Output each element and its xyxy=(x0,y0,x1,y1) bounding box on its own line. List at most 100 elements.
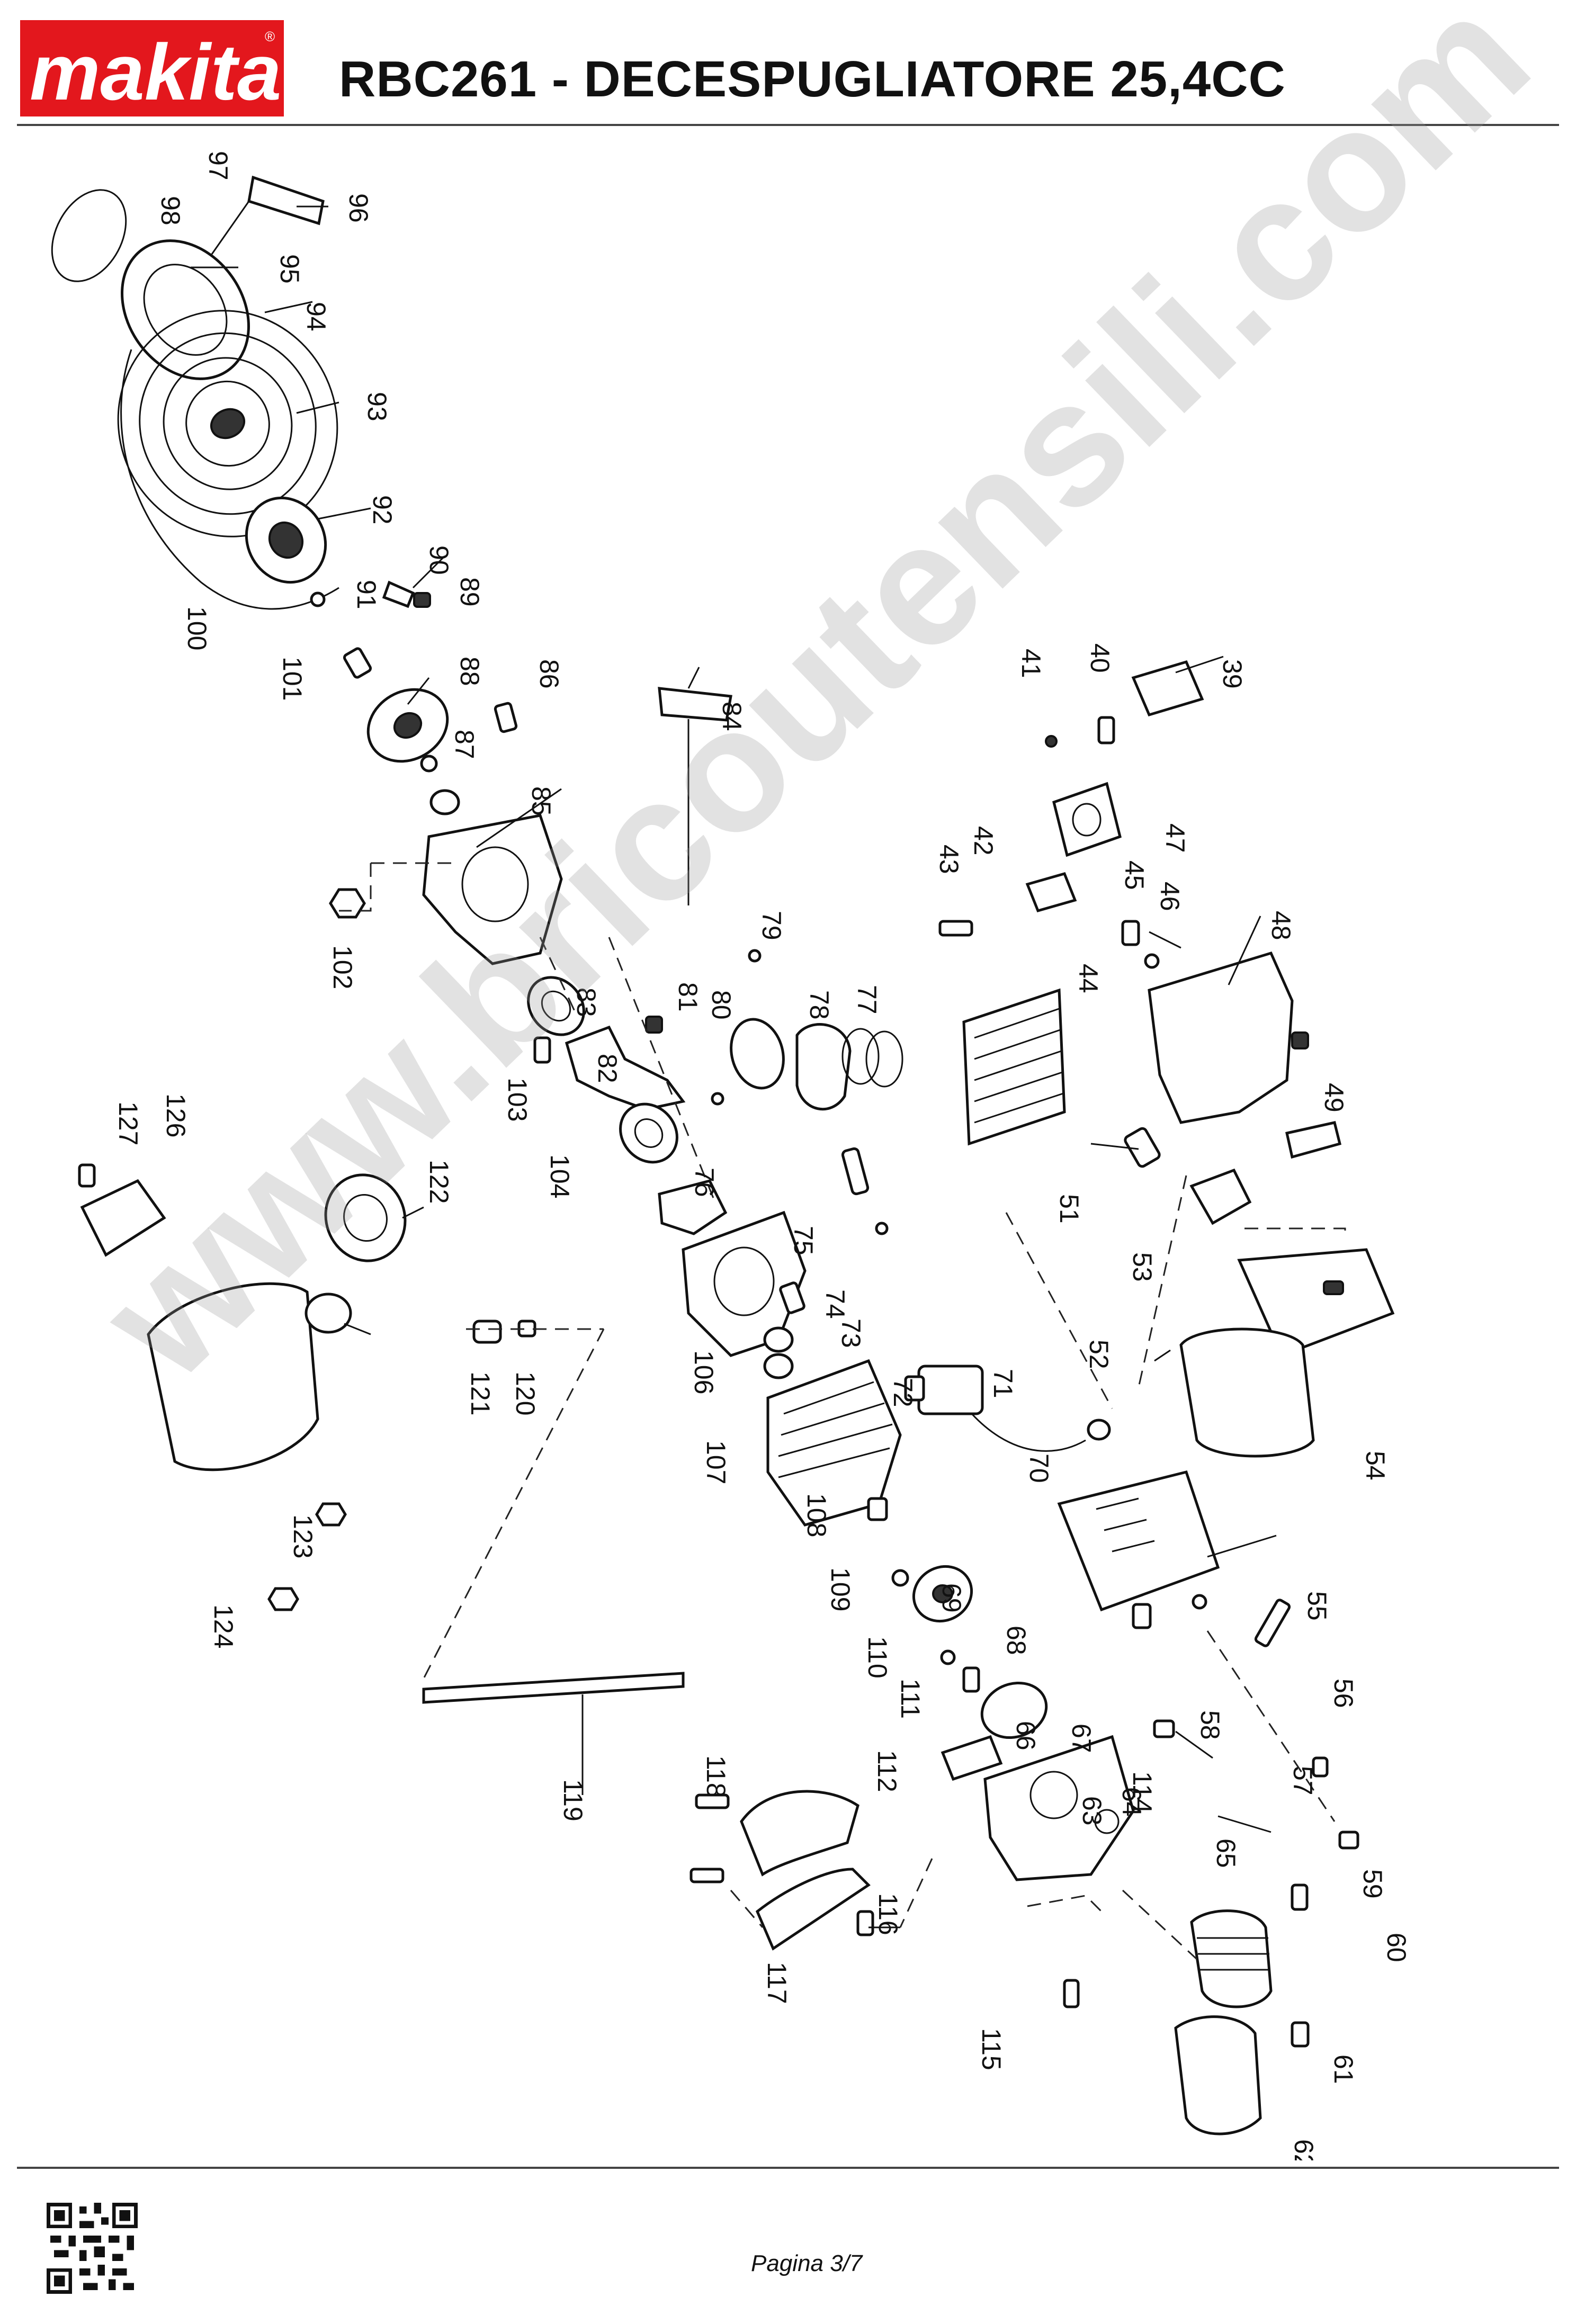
part-label: 62 xyxy=(1289,2139,1319,2160)
handle-assembly xyxy=(755,1868,1310,2135)
part-label: 78 xyxy=(804,990,834,1020)
part-label: 46 xyxy=(1155,882,1185,911)
part-label: 117 xyxy=(762,1962,792,2004)
part-label: 86 xyxy=(534,659,564,689)
part-label: 42 xyxy=(969,826,998,856)
part-label: 102 xyxy=(328,945,357,989)
part-label: 57 xyxy=(1288,1766,1318,1796)
assembly-lines xyxy=(339,862,1346,1960)
part-label: 72 xyxy=(888,1378,918,1407)
part-label: 64 xyxy=(1117,1787,1147,1817)
part-label: 90 xyxy=(424,545,454,575)
part-label: 83 xyxy=(571,988,601,1017)
exploded-parts-diagram: 39 40 41 42 43 44 45 46 47 48 49 51 52 5… xyxy=(51,151,1411,2160)
part-label: 80 xyxy=(706,990,736,1020)
part-label: 97 xyxy=(203,151,233,181)
part-label: 77 xyxy=(852,985,882,1015)
cylinder-assembly xyxy=(730,660,1342,1235)
part-label: 39 xyxy=(1217,659,1247,689)
part-label: 48 xyxy=(1266,911,1296,940)
part-label: 56 xyxy=(1329,1679,1358,1708)
part-label: 110 xyxy=(863,1636,892,1679)
part-label: 118 xyxy=(701,1755,731,1798)
makita-logo: makita ® xyxy=(20,20,284,116)
part-label: 120 xyxy=(511,1371,540,1415)
part-label: 121 xyxy=(465,1371,495,1415)
starter-assembly xyxy=(51,175,518,919)
part-label: 44 xyxy=(1073,964,1103,993)
muffler-assembly xyxy=(1057,1248,1395,1850)
part-label: 116 xyxy=(873,1893,903,1935)
registered-mark: ® xyxy=(265,29,275,44)
part-label: 76 xyxy=(690,1168,719,1197)
part-label: 71 xyxy=(988,1369,1018,1398)
part-label: 103 xyxy=(503,1078,532,1121)
part-label: 75 xyxy=(789,1226,818,1255)
part-label: 88 xyxy=(455,657,485,686)
part-label: 122 xyxy=(424,1160,454,1204)
callout-leaders xyxy=(191,205,1277,1928)
part-label: 115 xyxy=(977,2028,1006,2070)
part-label: 63 xyxy=(1077,1796,1107,1826)
part-label: 70 xyxy=(1024,1453,1054,1483)
part-label: 73 xyxy=(836,1318,866,1348)
part-label: 123 xyxy=(288,1514,318,1558)
part-label: 94 xyxy=(301,302,331,331)
part-label: 111 xyxy=(896,1679,925,1719)
part-label: 41 xyxy=(1016,649,1046,678)
brand-wordmark: makita xyxy=(30,28,281,116)
part-label: 93 xyxy=(362,392,392,421)
part-label: 43 xyxy=(934,845,964,874)
part-label: 104 xyxy=(545,1154,575,1198)
part-label: 47 xyxy=(1160,823,1190,853)
part-label: 127 xyxy=(113,1101,143,1145)
part-label: 55 xyxy=(1302,1591,1332,1621)
part-label: 54 xyxy=(1360,1451,1390,1480)
part-label: 67 xyxy=(1067,1724,1096,1753)
part-label: 96 xyxy=(344,193,373,223)
cylinder-fins xyxy=(962,988,1066,1146)
part-label: 126 xyxy=(161,1093,191,1137)
page-title: RBC261 - DECESPUGLIATORE 25,4CC xyxy=(339,51,1286,107)
header-divider xyxy=(17,124,1559,126)
part-label: 107 xyxy=(701,1440,731,1484)
part-label: 109 xyxy=(826,1567,855,1611)
part-label: 95 xyxy=(275,254,305,284)
part-label: 108 xyxy=(802,1493,831,1537)
part-label: 114 xyxy=(1127,1771,1157,1814)
part-label: 59 xyxy=(1358,1869,1387,1899)
part-label: 100 xyxy=(182,606,212,650)
part-label: 82 xyxy=(593,1054,622,1083)
part-label: 79 xyxy=(757,911,786,940)
part-label: 68 xyxy=(1001,1626,1031,1655)
part-label: 92 xyxy=(368,495,397,525)
part-label: 74 xyxy=(820,1289,850,1319)
part-label: 124 xyxy=(209,1604,238,1648)
part-label: 53 xyxy=(1127,1252,1157,1282)
part-label: 69 xyxy=(937,1583,966,1613)
part-label: 89 xyxy=(455,577,485,607)
part-label: 49 xyxy=(1319,1083,1349,1112)
part-label: 98 xyxy=(156,196,185,226)
part-label: 51 xyxy=(1054,1194,1084,1224)
part-label: 112 xyxy=(872,1750,902,1792)
part-label: 106 xyxy=(689,1350,719,1394)
part-label: 85 xyxy=(526,786,556,816)
part-label: 60 xyxy=(1382,1933,1411,1962)
part-label: 52 xyxy=(1084,1340,1114,1369)
part-label: 91 xyxy=(352,580,381,609)
part-label: 101 xyxy=(277,657,307,701)
part-label: 58 xyxy=(1195,1710,1225,1740)
carburettor-assembly xyxy=(695,1719,1309,2008)
part-label: 66 xyxy=(1011,1721,1041,1751)
part-label: 81 xyxy=(673,982,703,1012)
crankcase-assembly xyxy=(422,687,807,1379)
ignition-assembly xyxy=(763,1326,1111,1739)
page-header: makita ® RBC261 - DECESPUGLIATORE 25,4CC xyxy=(0,0,1576,124)
part-label: 45 xyxy=(1120,860,1149,890)
part-label: 87 xyxy=(450,730,479,759)
fuel-tank-assembly xyxy=(78,1163,724,1883)
part-number-labels: 39 40 41 42 43 44 45 46 47 48 49 51 52 5… xyxy=(113,151,1411,2160)
part-label: 84 xyxy=(717,702,747,731)
part-label: 119 xyxy=(558,1779,588,1821)
